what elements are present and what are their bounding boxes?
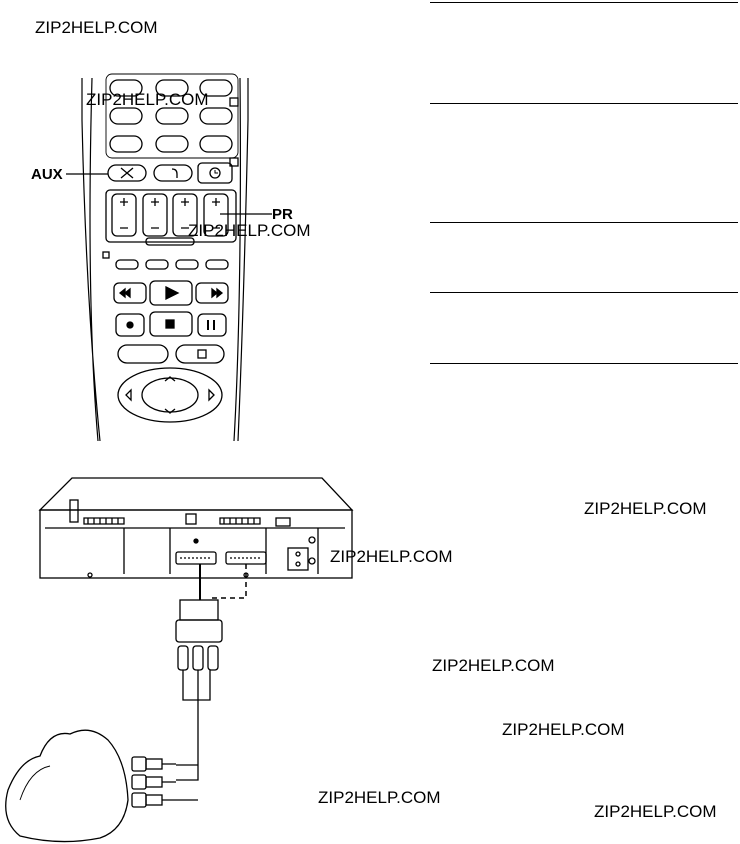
section-divider <box>430 222 738 223</box>
rca-plugs <box>131 756 176 808</box>
watermark: ZIP2HELP.COM <box>594 802 717 821</box>
av-cable <box>176 700 199 801</box>
cross-icon <box>120 167 134 179</box>
stop-icon <box>165 319 175 329</box>
watermark: ZIP2HELP.COM <box>86 90 209 109</box>
timer-icon <box>209 167 221 179</box>
watermark: ZIP2HELP.COM <box>188 221 311 240</box>
fast-forward-icon <box>211 287 224 299</box>
record-icon <box>126 321 134 329</box>
vcr-rear-panel <box>38 477 354 579</box>
remote-control <box>81 73 249 442</box>
alternate-scart-cable <box>208 564 247 599</box>
pause-icon <box>207 320 215 330</box>
watermark: ZIP2HELP.COM <box>318 788 441 807</box>
watermark: ZIP2HELP.COM <box>35 18 158 37</box>
pr-callout-label: PR <box>272 206 293 223</box>
section-divider <box>430 292 738 293</box>
rewind-icon <box>118 287 131 299</box>
section-divider <box>430 103 738 104</box>
watermark: ZIP2HELP.COM <box>502 720 625 739</box>
scart-adapter <box>175 599 223 701</box>
external-device <box>5 729 129 843</box>
section-divider <box>430 2 738 3</box>
watermark: ZIP2HELP.COM <box>584 499 707 518</box>
watermark: ZIP2HELP.COM <box>432 656 555 675</box>
section-divider <box>430 363 738 364</box>
aux-callout-label: AUX <box>31 166 63 183</box>
watermark: ZIP2HELP.COM <box>330 547 453 566</box>
play-icon <box>165 285 180 301</box>
